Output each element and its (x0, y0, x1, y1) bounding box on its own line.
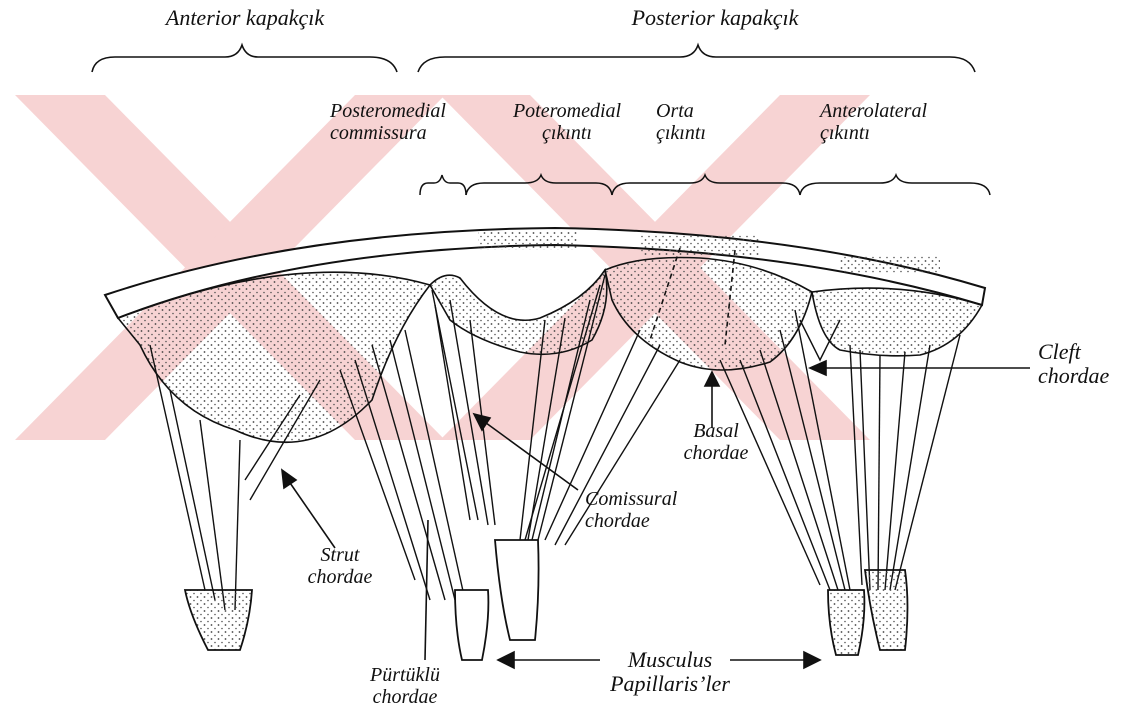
label-line-2: chordae (355, 686, 455, 708)
label-line-1: Anterolateral (820, 100, 927, 122)
label-orta-cikinti: Orta çıkıntı (656, 100, 706, 144)
label-line-2: çıkıntı (656, 122, 706, 144)
label-basal-chordae: Basal chordae (676, 420, 756, 464)
label-comissural-chordae: Comissural chordae (585, 488, 677, 532)
label-purtuklu-chordae: Pürtüklü chordae (355, 664, 455, 708)
header-anterior: Anterior kapakçık (145, 6, 345, 30)
label-line-2: Papillaris’ler (600, 672, 740, 696)
label-line-2: chordae (585, 510, 677, 532)
label-line-1: Comissural (585, 488, 677, 510)
label-poteromedial-cikinti: Poteromedial çıkıntı (497, 100, 637, 144)
middle-scallop (605, 258, 812, 371)
label-line-1: Cleft (1038, 340, 1109, 364)
label-line-2: çıkıntı (820, 122, 927, 144)
label-line-1: Strut (295, 544, 385, 566)
label-line-1: Poteromedial (497, 100, 637, 122)
label-cleft-chordae: Cleft chordae (1038, 340, 1109, 388)
label-line-2: çıkıntı (497, 122, 637, 144)
anterolateral-papillary-2 (865, 570, 908, 650)
posterior-brace (418, 45, 975, 72)
label-strut-chordae: Strut chordae (295, 544, 385, 588)
header-posterior: Posterior kapakçık (615, 6, 815, 30)
papillary-muscles (185, 540, 908, 660)
label-line-1: Posteromedial (330, 100, 446, 122)
label-line-2: commissura (330, 122, 446, 144)
label-line-2: chordae (295, 566, 385, 588)
posteromedial-papillary (455, 590, 488, 660)
label-line-2: chordae (676, 442, 756, 464)
label-posteromedial-commissura: Posteromedial commissura (330, 100, 446, 144)
left-papillary (185, 590, 252, 650)
label-line-1: Basal (676, 420, 756, 442)
label-line-1: Orta (656, 100, 706, 122)
anterolateral-papillary (828, 590, 864, 655)
label-line-1: Musculus (600, 648, 740, 672)
header-braces (92, 45, 975, 72)
label-line-2: chordae (1038, 364, 1109, 388)
anterior-brace (92, 45, 397, 72)
label-line-1: Pürtüklü (355, 664, 455, 686)
label-musculus-papillaris: Musculus Papillaris’ler (600, 648, 740, 696)
label-anterolateral-cikinti: Anterolateral çıkıntı (820, 100, 927, 144)
anterolateral-scallop (812, 288, 982, 356)
posteromedial-papillary-2 (495, 540, 539, 640)
